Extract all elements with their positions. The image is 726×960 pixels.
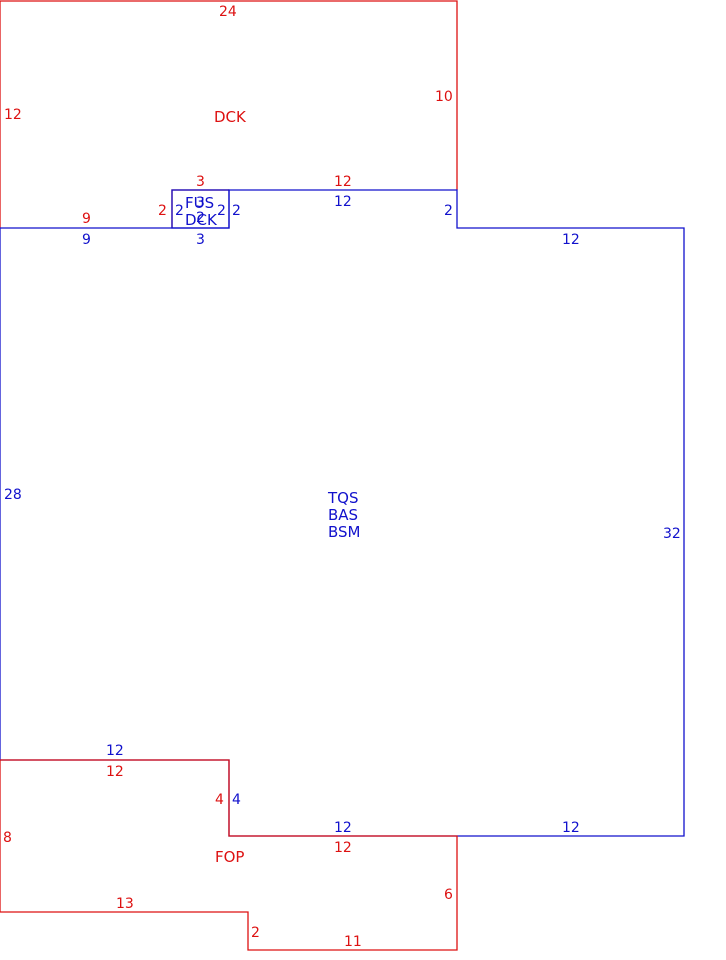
dim-deck-bottom-left: 9 — [82, 211, 91, 227]
deck-outline — [0, 0, 458, 228]
dim-main-left: 28 — [4, 487, 22, 503]
main-area-label-bas: BAS — [328, 506, 358, 524]
dim-deck-right: 10 — [435, 89, 453, 105]
dim-porch-top-left: 12 — [106, 764, 124, 780]
dim-porch-right: 6 — [444, 887, 453, 903]
dim-main-top-left: 9 — [82, 232, 91, 248]
main-area-label-bsm: BSM — [328, 523, 361, 541]
dim-main-bottom-notch: 4 — [232, 792, 241, 808]
main-area-label-tqs: TQS — [327, 489, 359, 507]
dim-main-bottom-left: 12 — [106, 743, 124, 759]
dim-deck-top: 24 — [219, 4, 237, 20]
fus-area-label: FUS — [185, 194, 214, 212]
dim-fus-top: 3 — [196, 195, 205, 211]
dim-deck-notch-left: 2 — [158, 203, 167, 219]
dim-porch-notch: 4 — [215, 792, 224, 808]
dim-main-bottom-right: 12 — [562, 820, 580, 836]
dim-main-top-mid: 12 — [334, 194, 352, 210]
dim-fus-inner-left: 2 — [196, 210, 205, 226]
dim-fus-right: 2 — [232, 203, 241, 219]
dim-porch-step: 2 — [251, 925, 260, 941]
dim-porch-left: 8 — [3, 830, 12, 846]
dim-deck-left: 12 — [4, 107, 22, 123]
dim-porch-top-mid: 12 — [334, 840, 352, 856]
dim-main-step: 2 — [444, 203, 453, 219]
dim-fus-left: 2 — [175, 203, 184, 219]
dim-fus-bottom: 3 — [196, 232, 205, 248]
dim-deck-bottom-mid: 12 — [334, 174, 352, 190]
dim-porch-bottom-left: 13 — [116, 896, 134, 912]
dim-main-bottom-mid: 12 — [334, 820, 352, 836]
dim-deck-notch-top: 3 — [196, 174, 205, 190]
fus-box — [171, 189, 230, 229]
porch-outline — [0, 759, 458, 951]
small-deck-area-label: DCK — [185, 211, 218, 229]
porch-area-label: FOP — [215, 848, 244, 866]
dim-main-top-right: 12 — [562, 232, 580, 248]
dim-porch-bottom: 11 — [344, 934, 362, 950]
dim-fus-inner-right: 2 — [217, 203, 226, 219]
deck-area-label: DCK — [214, 108, 247, 126]
dim-main-right: 32 — [663, 526, 681, 542]
